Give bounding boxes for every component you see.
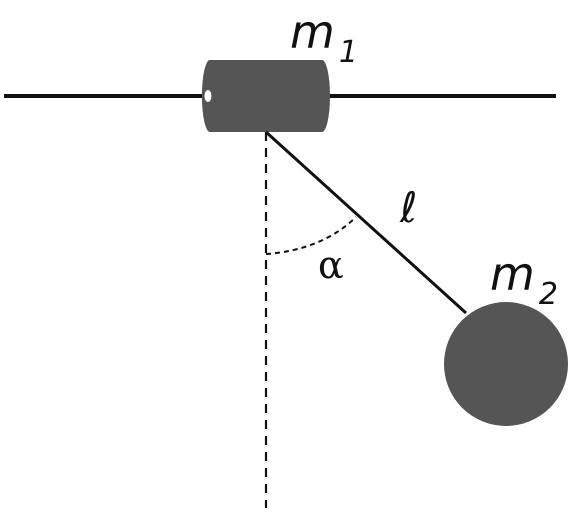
- sliding-block-m1: [202, 60, 330, 132]
- label-m2-subscript: 2: [539, 277, 558, 312]
- label-angle: α: [318, 243, 344, 287]
- angle-arc: [265, 216, 357, 255]
- label-length: ℓ: [399, 183, 417, 232]
- pendulum-bob-m2: [444, 302, 568, 426]
- pendulum-rod: [264, 130, 468, 315]
- label-m1-subscript: 1: [339, 35, 358, 70]
